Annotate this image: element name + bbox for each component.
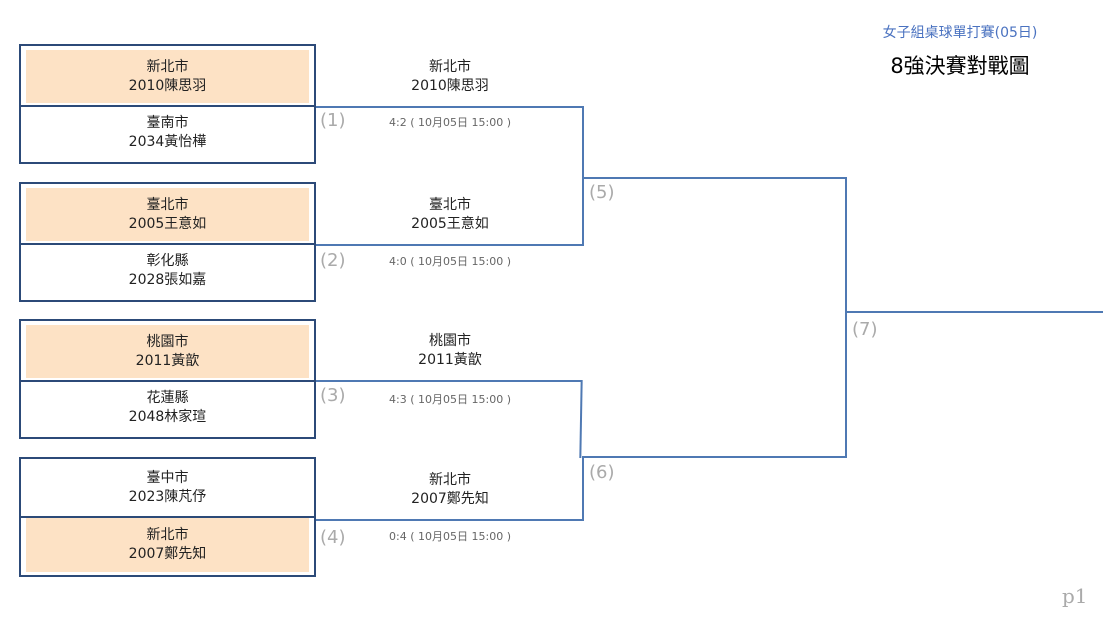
match-1-player-top: 新北市 2010陳思羽 [21, 50, 314, 107]
player-name: 2034黃怡樺 [128, 133, 207, 150]
final-line [845, 311, 1103, 313]
match-3-player-top: 桃園市 2011黃歆 [21, 325, 314, 382]
player-name: 2007鄭先知 [128, 546, 207, 562]
match-3-player-bottom: 花蓮縣 2048林家瑄 [21, 378, 314, 437]
player-name: 2028張如嘉 [128, 271, 207, 288]
player-city: 臺中市 [146, 469, 189, 486]
player-city: 臺南市 [146, 114, 189, 131]
match-2-winner: 臺北市 2005王意如 [320, 196, 580, 234]
match-3-score: 4:3 ( 10月05日 15:00 ) [389, 393, 511, 406]
match-2-number: (2) [320, 250, 346, 271]
match-3-line [316, 380, 582, 382]
semi-1-vertical-line [582, 106, 584, 246]
winner-name: 2007鄭先知 [411, 491, 489, 507]
winner-name: 2011黃歆 [418, 352, 482, 368]
winner-city: 新北市 [429, 472, 471, 488]
match-3-number: (3) [320, 385, 346, 406]
match-1-player-bottom: 臺南市 2034黃怡樺 [21, 103, 314, 162]
final-vertical-line [845, 177, 847, 458]
match-3-winner: 桃園市 2011黃歆 [320, 332, 580, 370]
winner-name: 2010陳思羽 [411, 78, 489, 94]
player-city: 臺北市 [146, 196, 189, 213]
player-city: 桃園市 [146, 333, 189, 350]
player-name: 2011黃歆 [135, 352, 200, 369]
semi-2-line [582, 456, 847, 458]
winner-city: 新北市 [429, 59, 471, 75]
winner-name: 2005王意如 [411, 216, 489, 232]
player-city: 彰化縣 [146, 252, 189, 269]
player-name: 2005王意如 [128, 215, 207, 232]
semi-2-vertical-line-lower [582, 458, 584, 521]
match-4-score: 0:4 ( 10月05日 15:00 ) [389, 530, 511, 543]
match-2-score: 4:0 ( 10月05日 15:00 ) [389, 255, 511, 268]
bracket-subtitle: 女子組桌球單打賽(05日) [882, 25, 1038, 41]
player-city: 新北市 [146, 527, 189, 543]
winner-city: 桃園市 [429, 333, 471, 349]
player-name: 2023陳芃伃 [128, 488, 207, 505]
match-2-box: 臺北市 2005王意如 彰化縣 2028張如嘉 [19, 182, 316, 302]
semi-1-number: (5) [589, 182, 615, 203]
match-2-player-top: 臺北市 2005王意如 [21, 188, 314, 245]
match-1-winner: 新北市 2010陳思羽 [320, 58, 580, 96]
match-3-box: 桃園市 2011黃歆 花蓮縣 2048林家瑄 [19, 319, 316, 439]
player-name: 2048林家瑄 [128, 408, 207, 425]
match-4-number: (4) [320, 527, 346, 548]
match-4-winner: 新北市 2007鄭先知 [320, 471, 580, 509]
match-1-number: (1) [320, 110, 346, 131]
winner-city: 臺北市 [429, 197, 471, 213]
semi-2-number: (6) [589, 462, 615, 483]
player-city: 花蓮縣 [146, 389, 189, 406]
final-number: (7) [852, 319, 878, 340]
match-4-box: 臺中市 2023陳芃伃 新北市 2007鄭先知 [19, 457, 316, 577]
match-2-player-bottom: 彰化縣 2028張如嘉 [21, 241, 314, 300]
semi-2-vertical-line-upper [579, 380, 583, 458]
match-1-line [316, 106, 584, 108]
player-city: 新北市 [146, 58, 189, 75]
match-1-score: 4:2 ( 10月05日 15:00 ) [389, 116, 511, 129]
match-4-player-top: 臺中市 2023陳芃伃 [21, 459, 314, 518]
page-number: p1 [1062, 584, 1088, 608]
match-2-line [316, 244, 584, 246]
match-1-box: 新北市 2010陳思羽 臺南市 2034黃怡樺 [19, 44, 316, 164]
player-name: 2010陳思羽 [128, 77, 207, 94]
bracket-title: 8強決賽對戰圖 [890, 54, 1030, 78]
semi-1-line [582, 177, 847, 179]
match-4-line [316, 519, 584, 521]
match-4-player-bottom: 新北市 2007鄭先知 [26, 518, 309, 572]
